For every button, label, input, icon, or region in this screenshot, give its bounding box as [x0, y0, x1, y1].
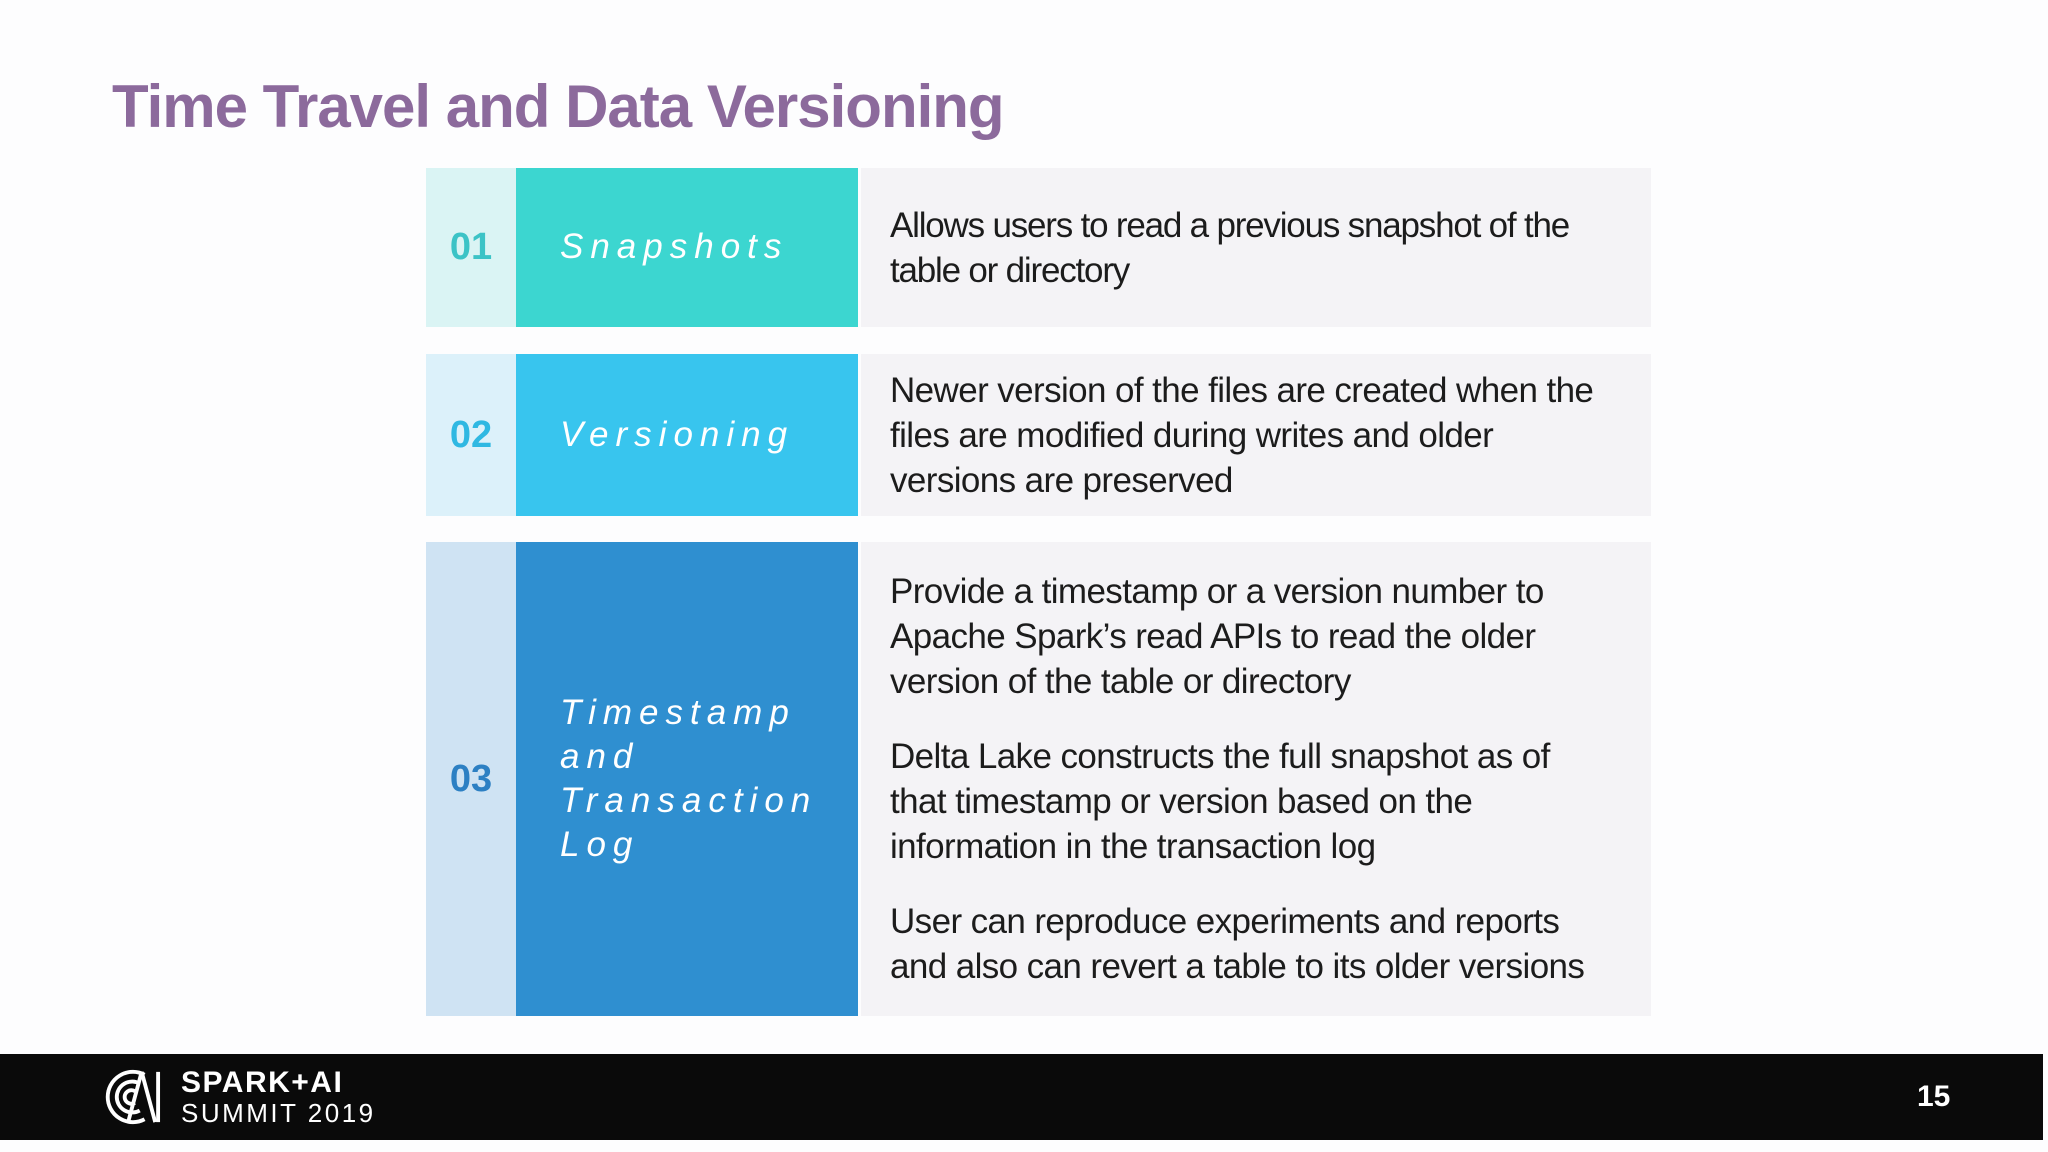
- row-number-badge: 03: [426, 542, 516, 1016]
- row-label: Versioning: [516, 354, 858, 516]
- row-number-badge: 01: [426, 168, 516, 327]
- description-paragraph: Provide a timestamp or a version number …: [890, 572, 1544, 701]
- feature-row-versioning: 02 Versioning Newer version of the files…: [426, 354, 1651, 516]
- feature-rows: 01 Snapshots Allows users to read a prev…: [426, 168, 1651, 1016]
- footer-bar: SPARK+AI SUMMIT 2019 15: [0, 1054, 2043, 1140]
- row-description: Allows users to read a previous snapshot…: [861, 168, 1651, 327]
- row-description: Provide a timestamp or a version number …: [861, 542, 1651, 1016]
- footer-logo: SPARK+AI SUMMIT 2019: [103, 1066, 376, 1128]
- row-label-line: Snapshots: [560, 227, 789, 267]
- description-paragraph: User can reproduce experiments and repor…: [890, 902, 1585, 986]
- row-label: Snapshots: [516, 168, 858, 327]
- description-paragraph: Delta Lake constructs the full snapshot …: [890, 737, 1550, 866]
- row-label-line: Transaction: [560, 781, 818, 820]
- spark-ai-summit-logo-icon: [105, 1069, 161, 1125]
- footer-brand-line2: SUMMIT 2019: [181, 1098, 376, 1129]
- row-number-badge: 02: [426, 354, 516, 516]
- footer-brand-text: SPARK+AI SUMMIT 2019: [181, 1066, 376, 1128]
- feature-row-timestamp-transaction-log: 03 Timestamp and Transaction Log Provide…: [426, 542, 1651, 1016]
- footer-brand-line1: SPARK+AI: [181, 1066, 344, 1100]
- row-label-line: Log: [560, 825, 640, 865]
- row-label-line: Timestamp and: [560, 692, 796, 776]
- row-label-line: Versioning: [560, 414, 795, 454]
- row-description: Newer version of the files are created w…: [861, 354, 1651, 516]
- row-label: Timestamp and Transaction Log: [516, 542, 858, 1016]
- feature-row-snapshots: 01 Snapshots Allows users to read a prev…: [426, 168, 1651, 327]
- slide-title: Time Travel and Data Versioning: [112, 73, 1005, 140]
- description-paragraph: Allows users to read a previous snapshot…: [890, 205, 1570, 290]
- page-number-label: 15: [1917, 1080, 1951, 1113]
- description-paragraph: Newer version of the files are created w…: [890, 370, 1594, 500]
